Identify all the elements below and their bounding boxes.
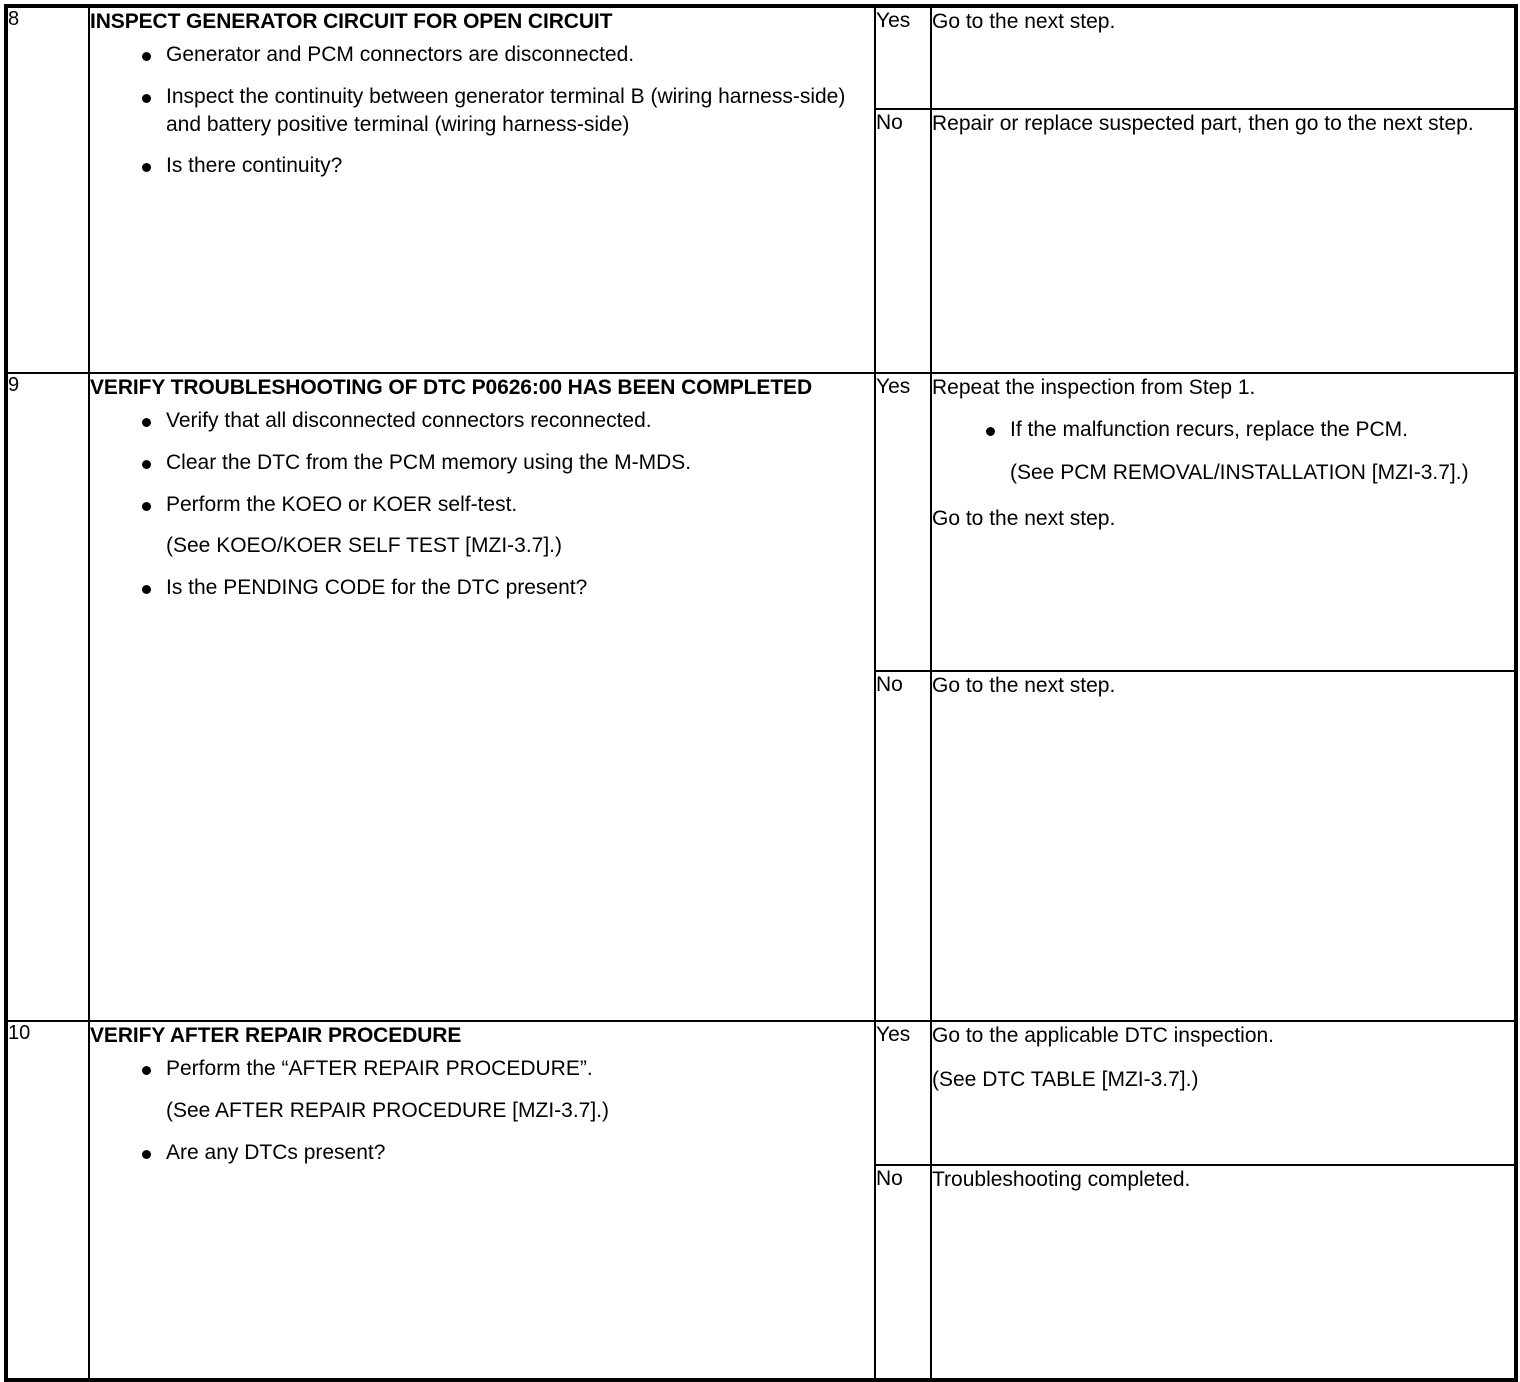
no-row: No Troubleshooting completed. (876, 1164, 1514, 1378)
list-item: Perform the “AFTER REPAIR PROCEDURE”. (S… (90, 1055, 874, 1124)
reference-note: (See AFTER REPAIR PROCEDURE [MZI-3.7].) (166, 1099, 610, 1123)
action-text-no: Troubleshooting completed. (930, 1164, 1514, 1378)
bullet-icon (142, 163, 151, 173)
action-bullet-list: If the malfunction recurs, replace the P… (932, 416, 1514, 444)
reference-note: (See KOEO/KOER SELF TEST [MZI-3.7].) (166, 534, 562, 558)
action-paragraph: Repeat the inspection from Step 1. (932, 376, 1256, 399)
action-text-yes: Go to the next step. (930, 8, 1514, 109)
action-paragraph: Troubleshooting completed. (932, 1168, 1191, 1191)
yes-row: Yes Repeat the inspection from Step 1. I… (876, 374, 1514, 671)
inspection-cell: VERIFY AFTER REPAIR PROCEDURE Perform th… (88, 1020, 876, 1381)
action-paragraph: Go to the applicable DTC inspection. (932, 1024, 1275, 1047)
bullet-icon (142, 501, 151, 511)
yes-row: Yes Go to the next step. (876, 8, 1514, 109)
troubleshooting-table: 8 INSPECT GENERATOR CIRCUIT FOR OPEN CIR… (4, 4, 1518, 1382)
action-paragraph: Go to the next step. (932, 674, 1116, 697)
action-text-no: Repair or replace suspected part, then g… (930, 108, 1514, 372)
list-item-label: Clear the DTC from the PCM memory using … (166, 451, 692, 475)
result-action-cell: Yes Repeat the inspection from Step 1. I… (874, 372, 1517, 1022)
list-item-label: Is the PENDING CODE for the DTC present? (166, 576, 588, 600)
bullet-icon (142, 459, 151, 469)
result-action-cell: Yes Go to the next step. No Repair or re… (874, 5, 1517, 374)
list-item: Clear the DTC from the PCM memory using … (90, 449, 874, 477)
inspection-title: INSPECT GENERATOR CIRCUIT FOR OPEN CIRCU… (90, 10, 613, 33)
list-item: Verify that all disconnected connectors … (90, 407, 874, 435)
no-row: No Repair or replace suspected part, the… (876, 108, 1514, 372)
reference-note: (See PCM REMOVAL/INSTALLATION [MZI-3.7].… (1010, 461, 1469, 485)
list-item-label: If the malfunction recurs, replace the P… (1010, 417, 1409, 441)
result-label-no: No (876, 108, 931, 372)
list-item-label: Generator and PCM connectors are disconn… (166, 43, 635, 67)
inspection-bullet-list: Perform the “AFTER REPAIR PROCEDURE”. (S… (90, 1055, 874, 1166)
result-label-no: No (876, 670, 931, 1020)
action-text-yes: Repeat the inspection from Step 1. If th… (930, 374, 1514, 671)
bullet-icon (142, 1066, 151, 1076)
list-item: Inspect the continuity between generator… (90, 83, 874, 138)
table-row: 9 VERIFY TROUBLESHOOTING OF DTC P0626:00… (5, 372, 1517, 1022)
inspection-cell: VERIFY TROUBLESHOOTING OF DTC P0626:00 H… (88, 372, 876, 1022)
yes-row: Yes Go to the applicable DTC inspection.… (876, 1022, 1514, 1165)
yes-no-table: Yes Go to the applicable DTC inspection.… (876, 1022, 1514, 1378)
step-number-cell: 9 (5, 372, 90, 1022)
yes-no-table: Yes Repeat the inspection from Step 1. I… (876, 374, 1514, 1020)
list-item-label: Perform the “AFTER REPAIR PROCEDURE”. (166, 1057, 593, 1081)
table-row: 8 INSPECT GENERATOR CIRCUIT FOR OPEN CIR… (5, 5, 1517, 374)
table-row: 10 VERIFY AFTER REPAIR PROCEDURE Perform… (5, 1020, 1517, 1381)
list-item-label: Verify that all disconnected connectors … (166, 409, 652, 433)
bullet-icon (142, 52, 151, 62)
step-number-cell: 10 (5, 1020, 90, 1381)
yes-no-table: Yes Go to the next step. No Repair or re… (876, 8, 1514, 372)
list-item: Is there continuity? (90, 152, 874, 180)
result-label-yes: Yes (876, 9, 911, 32)
list-item: Are any DTCs present? (90, 1139, 874, 1167)
action-paragraph: Go to the next step. (932, 10, 1116, 33)
bullet-icon (986, 426, 995, 436)
bullet-icon (142, 1149, 151, 1159)
inspection-title: VERIFY AFTER REPAIR PROCEDURE (90, 1024, 462, 1047)
list-item: Generator and PCM connectors are disconn… (90, 41, 874, 69)
action-paragraph: Go to the next step. (932, 507, 1116, 531)
inspection-bullet-list: Generator and PCM connectors are disconn… (90, 41, 874, 180)
no-row: No Go to the next step. (876, 670, 1514, 1020)
troubleshooting-page: 8 INSPECT GENERATOR CIRCUIT FOR OPEN CIR… (0, 4, 1520, 1382)
step-number-cell: 8 (5, 5, 90, 374)
list-item: If the malfunction recurs, replace the P… (932, 416, 1514, 444)
list-item-label: Are any DTCs present? (166, 1140, 386, 1164)
result-label-yes: Yes (876, 1023, 911, 1046)
action-text-yes: Go to the applicable DTC inspection. (Se… (930, 1022, 1514, 1165)
reference-note: (See DTC TABLE [MZI-3.7].) (932, 1067, 1199, 1091)
result-label-yes: Yes (876, 375, 911, 398)
list-item-label: Perform the KOEO or KOER self-test. (166, 492, 518, 516)
bullet-icon (142, 585, 151, 595)
inspection-title: VERIFY TROUBLESHOOTING OF DTC P0626:00 H… (90, 376, 813, 399)
list-item: Is the PENDING CODE for the DTC present? (90, 574, 874, 602)
list-item-label: Inspect the continuity between generator… (166, 85, 846, 136)
list-item-label: Is there continuity? (166, 154, 343, 178)
list-item: Perform the KOEO or KOER self-test. (See… (90, 491, 874, 560)
result-action-cell: Yes Go to the applicable DTC inspection.… (874, 1020, 1517, 1381)
action-text-no: Go to the next step. (930, 670, 1514, 1020)
inspection-cell: INSPECT GENERATOR CIRCUIT FOR OPEN CIRCU… (88, 5, 876, 374)
inspection-bullet-list: Verify that all disconnected connectors … (90, 407, 874, 602)
action-paragraph: Repair or replace suspected part, then g… (932, 112, 1474, 135)
result-label-no: No (876, 1164, 931, 1378)
bullet-icon (142, 93, 151, 103)
bullet-icon (142, 418, 151, 428)
